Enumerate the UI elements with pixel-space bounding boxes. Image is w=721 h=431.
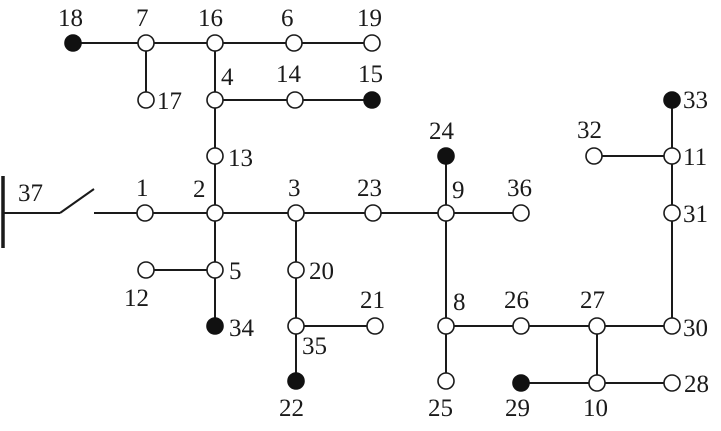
- node-26: [512, 317, 530, 335]
- node-label-21: 21: [360, 287, 385, 314]
- node-23: [364, 204, 382, 222]
- node-20: [287, 261, 305, 279]
- node-label-25: 25: [428, 395, 453, 422]
- node-label-12: 12: [124, 285, 149, 312]
- node-11: [663, 147, 681, 165]
- source-bus-group: 37: [1, 176, 95, 248]
- node-label-5: 5: [229, 258, 242, 285]
- node-label-13: 13: [228, 145, 253, 172]
- node-label-1: 1: [136, 175, 149, 202]
- node-18: [64, 34, 82, 52]
- node-13: [206, 147, 224, 165]
- node-34: [206, 317, 224, 335]
- node-label-4: 4: [221, 64, 234, 91]
- node-label-31: 31: [683, 201, 708, 228]
- node-label-29: 29: [505, 395, 530, 422]
- node-17: [137, 91, 155, 109]
- source-switch-blade: [59, 188, 95, 214]
- node-22: [287, 372, 305, 390]
- node-21: [366, 317, 384, 335]
- node-29: [512, 374, 530, 392]
- node-25: [437, 372, 455, 390]
- node-label-11: 11: [683, 144, 707, 171]
- node-6: [285, 34, 303, 52]
- source-bus-label: 37: [18, 180, 43, 207]
- node-label-30: 30: [683, 315, 708, 342]
- node-label-7: 7: [136, 5, 149, 32]
- node-label-3: 3: [288, 175, 301, 202]
- node-8: [437, 317, 455, 335]
- node-label-35: 35: [302, 333, 327, 360]
- node-28: [663, 374, 681, 392]
- node-31: [663, 204, 681, 222]
- node-label-10: 10: [583, 395, 608, 422]
- node-label-22: 22: [279, 395, 304, 422]
- node-label-28: 28: [684, 371, 709, 398]
- node-16: [206, 34, 224, 52]
- node-2: [206, 204, 224, 222]
- node-label-23: 23: [357, 175, 382, 202]
- edges-layer: [73, 42, 673, 384]
- node-label-6: 6: [281, 5, 294, 32]
- node-24: [437, 147, 455, 165]
- node-3: [287, 204, 305, 222]
- node-label-18: 18: [58, 5, 83, 32]
- node-12: [137, 261, 155, 279]
- node-label-32: 32: [577, 117, 602, 144]
- node-33: [663, 91, 681, 109]
- node-label-27: 27: [580, 287, 605, 314]
- node-label-2: 2: [193, 176, 206, 203]
- node-label-36: 36: [507, 175, 532, 202]
- node-label-20: 20: [309, 258, 334, 285]
- node-label-15: 15: [358, 61, 383, 88]
- node-label-33: 33: [683, 87, 708, 114]
- node-5: [206, 261, 224, 279]
- node-label-19: 19: [357, 5, 382, 32]
- node-9: [437, 204, 455, 222]
- node-15: [363, 91, 381, 109]
- node-label-14: 14: [276, 61, 302, 88]
- node-label-24: 24: [429, 118, 455, 145]
- node-label-9: 9: [452, 177, 465, 204]
- node-label-26: 26: [504, 287, 529, 314]
- node-4: [206, 91, 224, 109]
- node-1: [136, 204, 154, 222]
- node-14: [286, 91, 304, 109]
- node-10: [588, 374, 606, 392]
- node-label-17: 17: [157, 88, 182, 115]
- node-36: [512, 204, 530, 222]
- nodes-layer: [64, 34, 681, 392]
- node-label-34: 34: [229, 315, 255, 342]
- node-19: [363, 34, 381, 52]
- node-35: [287, 317, 305, 335]
- node-7: [137, 34, 155, 52]
- node-27: [588, 317, 606, 335]
- node-label-16: 16: [198, 5, 223, 32]
- node-30: [663, 317, 681, 335]
- node-label-8: 8: [453, 289, 466, 316]
- node-32: [585, 147, 603, 165]
